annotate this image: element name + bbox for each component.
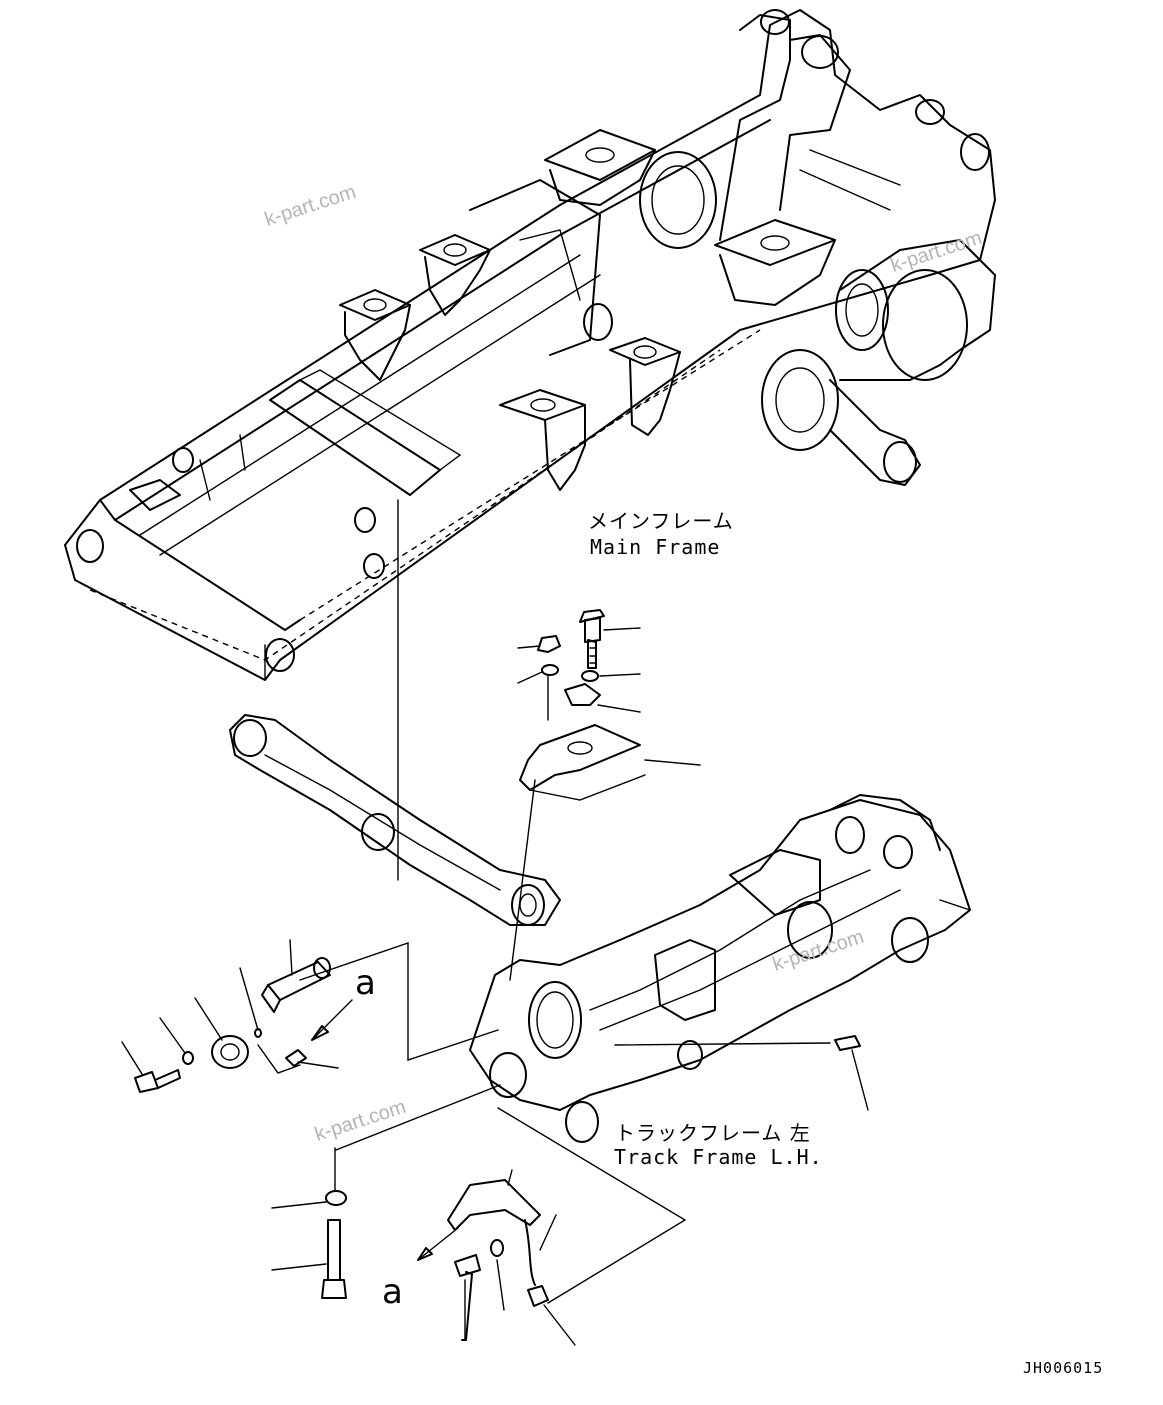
track-frame-label-en: Track Frame L.H. bbox=[614, 1145, 823, 1169]
pin-group bbox=[121, 939, 499, 1093]
cover-plate-group bbox=[509, 609, 701, 981]
reference-mark-lower: a bbox=[382, 1272, 403, 1312]
main-frame-label-jp: メインフレーム bbox=[588, 509, 734, 533]
grease-fitting-right bbox=[614, 1035, 869, 1111]
main-frame-label-en: Main Frame bbox=[590, 535, 721, 559]
track-frame-drawing bbox=[469, 794, 971, 1143]
drawing-code: JH006015 bbox=[1023, 1359, 1104, 1377]
bolt-hose-group bbox=[271, 1084, 687, 1346]
equalizer-arm-drawing bbox=[229, 714, 561, 926]
reference-mark-upper: a bbox=[355, 963, 376, 1003]
main-frame-drawing bbox=[64, 9, 996, 681]
track-frame-label-jp: トラックフレーム 左 bbox=[615, 1121, 811, 1145]
